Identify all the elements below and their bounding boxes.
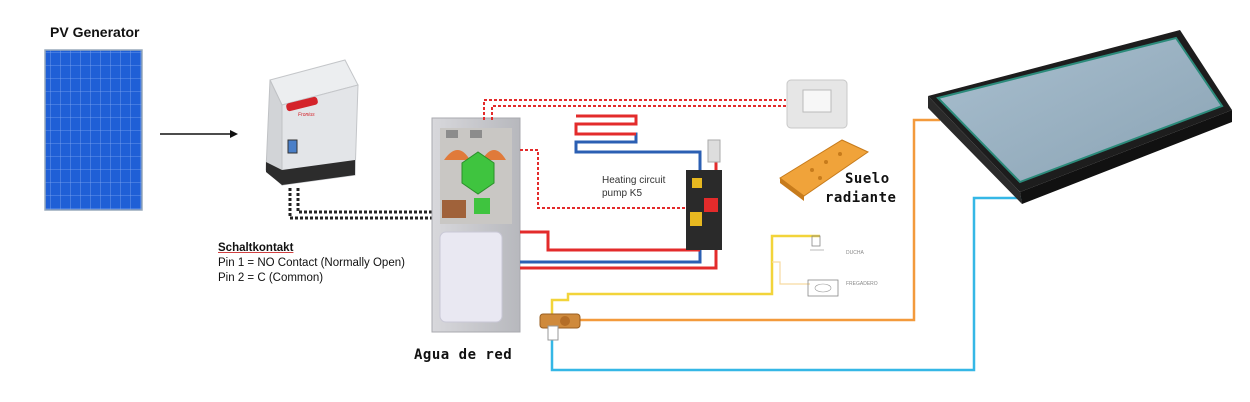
inverter-brand-label: Fronius bbox=[298, 112, 315, 118]
control-line-red-pump bbox=[520, 149, 693, 220]
heating-pump-line1: Heating circuit bbox=[602, 175, 666, 186]
signal-wire bbox=[288, 188, 432, 220]
heating-pump-label: Heating circuit pump K5 bbox=[602, 174, 665, 200]
schaltkontakt-title: Schaltkontakt bbox=[218, 242, 294, 254]
agua-de-red-label: Agua de red bbox=[414, 347, 513, 363]
room-thermostat bbox=[786, 79, 848, 129]
pv-to-inverter-arrow bbox=[160, 130, 238, 138]
ventilation-unit bbox=[431, 117, 521, 333]
heating-pump-line2: pump K5 bbox=[602, 188, 643, 199]
dhw-line bbox=[550, 234, 820, 318]
solar-return-line bbox=[560, 118, 940, 322]
pin1-text: Pin 1 = NO Contact (Normally Open) bbox=[218, 257, 405, 269]
pv-panel bbox=[44, 49, 143, 211]
suelo-line1: Suelo bbox=[845, 171, 890, 187]
floor-heating-plate bbox=[779, 139, 870, 201]
solar-collector bbox=[928, 30, 1232, 204]
mixing-valve bbox=[539, 313, 581, 341]
pin2-text: Pin 2 = C (Common) bbox=[218, 272, 324, 284]
shower-icon bbox=[810, 235, 824, 251]
mains-feed-line bbox=[550, 196, 1032, 372]
schaltkontakt-block: Schaltkontakt Pin 1 = NO Contact (Normal… bbox=[218, 241, 405, 286]
suelo-line2: radiante bbox=[825, 190, 897, 206]
dhw-branch bbox=[772, 261, 810, 285]
heating-pump-group bbox=[686, 139, 722, 250]
inverter bbox=[265, 59, 359, 187]
control-line-red bbox=[483, 99, 786, 120]
ducha-label: DUCHA bbox=[846, 250, 864, 256]
sink-icon bbox=[807, 279, 839, 297]
fregadero-label: FREGADERO bbox=[846, 281, 878, 287]
pv-generator-label: PV Generator bbox=[50, 24, 140, 40]
suelo-radiante-label: Suelo radiante bbox=[825, 170, 896, 208]
